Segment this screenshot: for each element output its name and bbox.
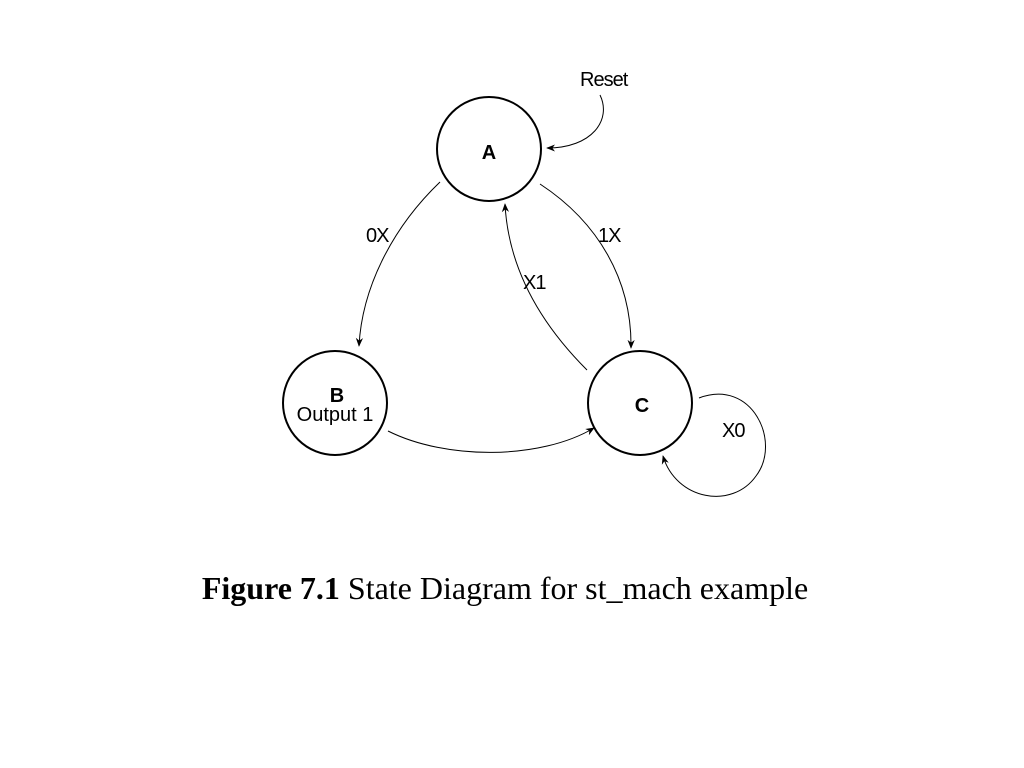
transition-c-to-a	[501, 203, 588, 371]
reset-label: Reset	[580, 69, 629, 91]
state-a: A	[436, 96, 542, 202]
transition-a-to-b-label: 0X	[366, 225, 389, 247]
transition-c-self-loop-label: X0	[722, 420, 745, 442]
figure-number: Figure 7.1	[201, 570, 340, 606]
transition-a-to-c-label: 1X	[598, 225, 621, 247]
transition-b-to-c	[387, 427, 595, 453]
transition-a-to-b	[355, 181, 441, 347]
transition-c-to-a-label: X1	[523, 272, 546, 294]
state-a-name: A	[482, 142, 496, 164]
state-b-name: B	[330, 385, 344, 407]
figure-caption: Figure 7.1 State Diagram for st_mach exa…	[0, 570, 1010, 607]
state-b: B Output 1	[282, 350, 388, 456]
state-c: C	[587, 350, 693, 456]
reset-arrow	[546, 94, 604, 152]
state-c-name: C	[635, 395, 649, 417]
transition-a-to-c	[539, 183, 635, 349]
state-b-output: Output 1	[297, 404, 374, 426]
transition-c-self-loop	[661, 393, 766, 497]
figure-caption-text: State Diagram for st_mach example	[347, 570, 809, 606]
